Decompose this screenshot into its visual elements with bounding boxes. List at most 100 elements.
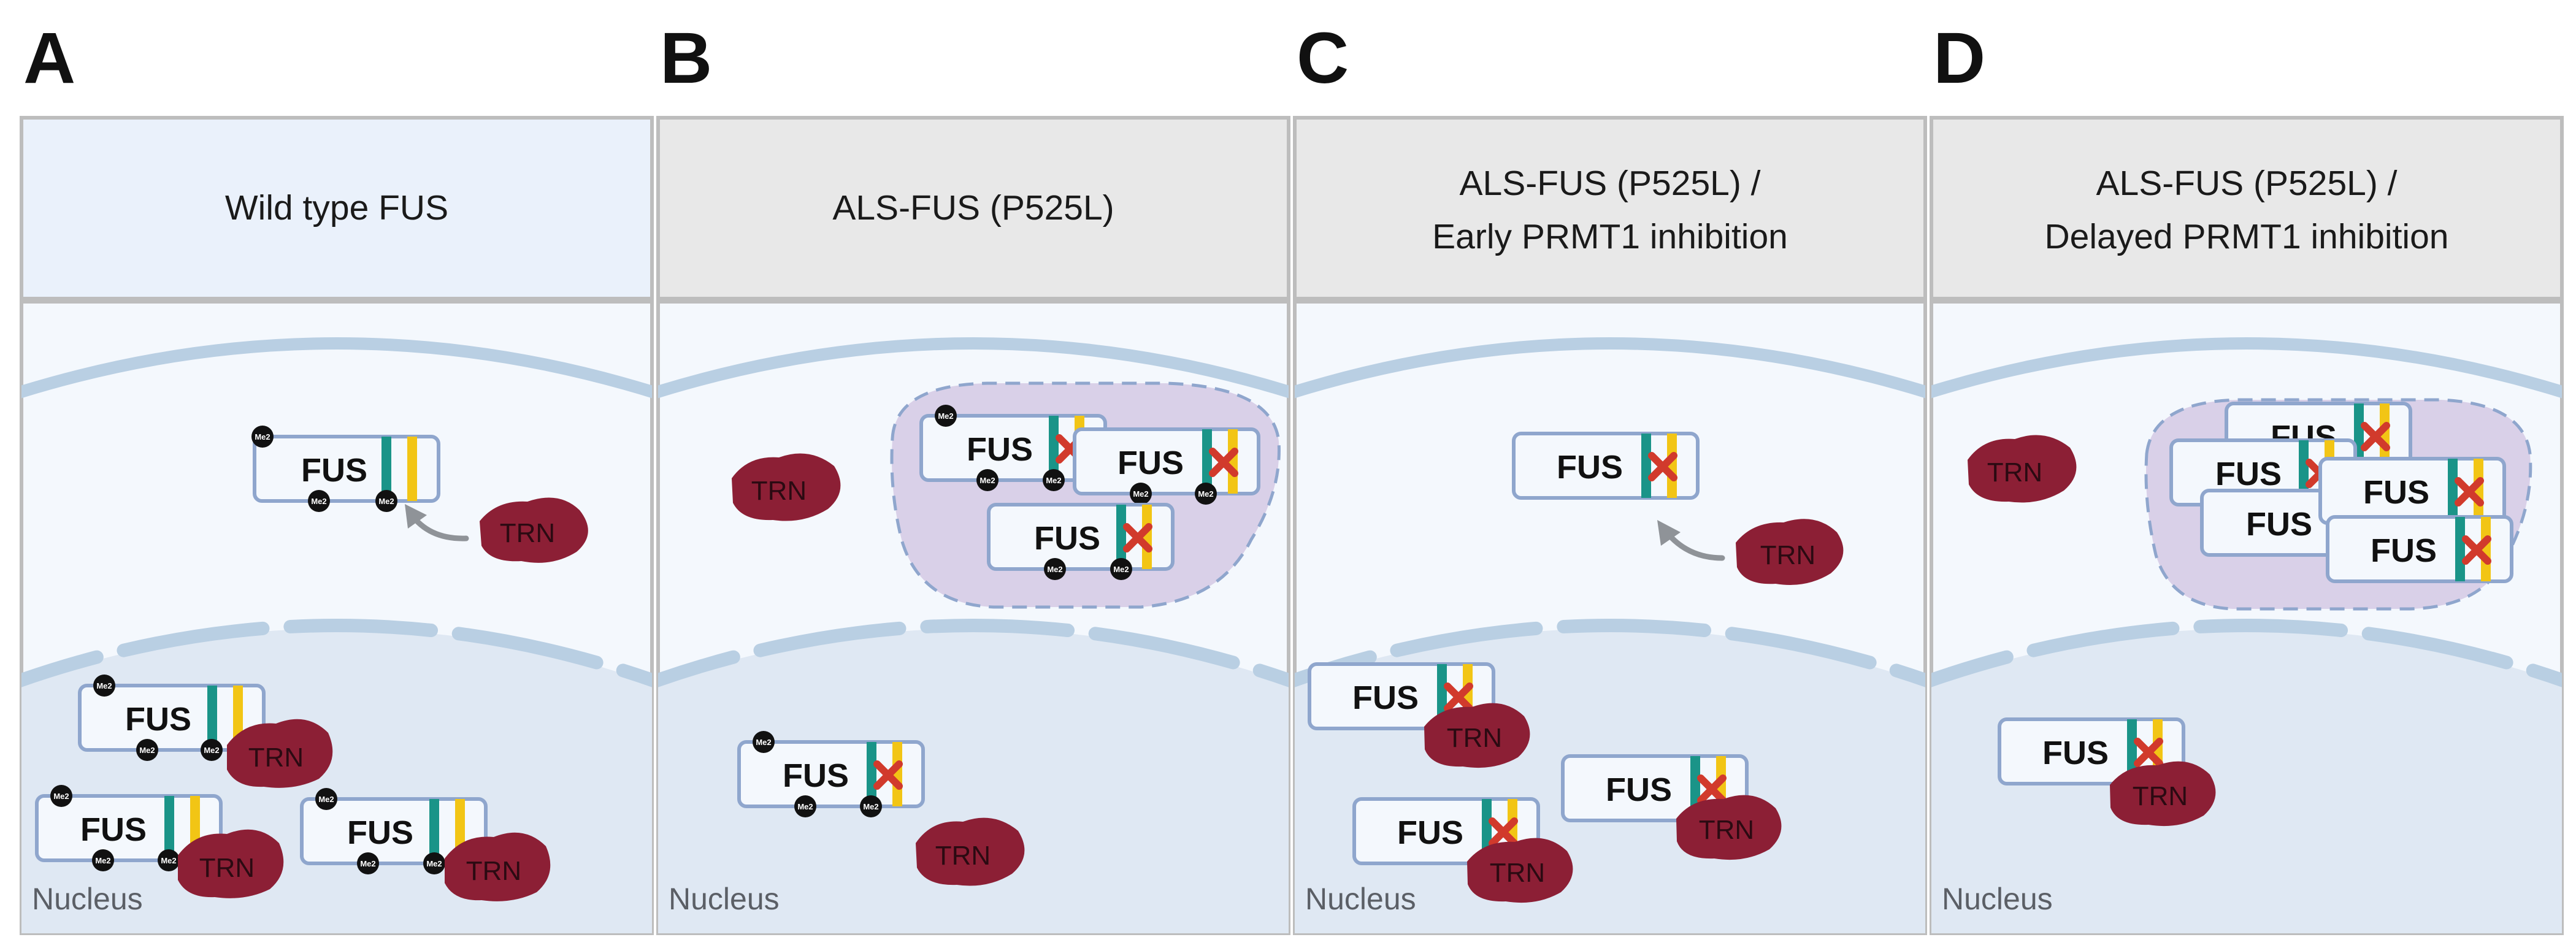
panel-letter: B <box>660 18 712 99</box>
svg-text:Me2: Me2 <box>756 738 771 747</box>
mutation-x-icon <box>2462 535 2491 565</box>
nuclear-envelope <box>658 619 1289 687</box>
cell-scene: TRN FUS Me2 Me2 Me2 FUS Me2 Me2 <box>658 337 1289 933</box>
svg-text:FUS: FUS <box>1397 814 1463 851</box>
methyl-group-icon: Me2 <box>1110 558 1132 580</box>
methyl-group-icon: Me2 <box>93 675 115 697</box>
panel-header <box>1930 116 2564 300</box>
svg-text:TRN: TRN <box>1490 858 1545 888</box>
svg-text:TRN: TRN <box>751 476 807 506</box>
methyl-group-icon: Me2 <box>1043 469 1065 491</box>
svg-text:FUS: FUS <box>2042 735 2109 771</box>
svg-text:FUS: FUS <box>2215 456 2282 492</box>
panel-a: A Wild type FUS FUS Me2 Me2 Me2 TRN <box>20 18 654 935</box>
mutation-x-icon <box>873 760 903 790</box>
svg-text:TRN: TRN <box>466 856 521 886</box>
methyl-group-icon: Me2 <box>136 739 158 761</box>
cell-scene: TRN FUS FUS FUS <box>1931 337 2562 933</box>
mutation-x-icon <box>2361 422 2390 451</box>
svg-text:FUS: FUS <box>125 701 191 738</box>
nucleus-label: Nucleus <box>32 882 143 916</box>
svg-text:Me2: Me2 <box>1198 489 1213 499</box>
mutation-x-icon <box>2455 477 2484 506</box>
panel-header <box>1293 116 1927 300</box>
methyl-group-icon: Me2 <box>753 731 775 753</box>
fus-protein-icon: FUS Me2 Me2 Me2 <box>78 675 266 761</box>
nucleus <box>1931 629 2562 933</box>
nuclear-envelope <box>1931 619 2562 687</box>
svg-text:Me2: Me2 <box>53 792 69 801</box>
svg-text:Me2: Me2 <box>1047 565 1062 574</box>
svg-text:Me2: Me2 <box>1113 565 1129 574</box>
panel-title: Wild type FUS <box>225 188 448 227</box>
methyl-group-icon: Me2 <box>201 739 223 761</box>
fus-protein-icon: FUS Me2 Me2 Me2 <box>35 785 223 871</box>
trn-protein-icon: TRN <box>2110 761 2216 827</box>
methyl-group-icon: Me2 <box>357 852 379 874</box>
panel-b: B ALS-FUS (P525L) TRN FUS Me2 Me2 Me2 <box>656 18 1290 935</box>
cell-membrane <box>21 337 652 399</box>
methyl-group-icon: Me2 <box>315 788 337 810</box>
fus-protein-icon: FUS <box>1512 432 1700 500</box>
svg-text:TRN: TRN <box>1987 457 2042 487</box>
svg-text:TRN: TRN <box>935 841 991 871</box>
trn-protein-icon: TRN <box>1968 435 2077 503</box>
mutation-x-icon <box>2134 738 2163 767</box>
methyl-group-icon: Me2 <box>308 490 330 512</box>
methyl-group-icon: Me2 <box>1130 483 1152 505</box>
trn-protein-icon: TRN <box>916 817 1025 886</box>
svg-text:FUS: FUS <box>301 452 367 489</box>
svg-text:Me2: Me2 <box>378 497 394 506</box>
svg-text:Me2: Me2 <box>938 411 953 421</box>
svg-text:Me2: Me2 <box>426 859 442 868</box>
svg-text:TRN: TRN <box>1699 815 1754 845</box>
mutation-x-icon <box>1648 452 1677 481</box>
trn-protein-icon: TRN <box>732 453 841 521</box>
svg-text:FUS: FUS <box>1606 771 1672 808</box>
nucleus-label: Nucleus <box>1305 882 1416 916</box>
trn-protein-icon: TRN <box>1467 838 1573 903</box>
fus-protein-icon: FUS <box>2318 457 2506 525</box>
svg-text:TRN: TRN <box>1760 540 1815 570</box>
mutation-x-icon <box>1489 817 1518 847</box>
mutation-x-icon <box>1697 774 1727 804</box>
methyl-group-icon: Me2 <box>50 785 72 807</box>
mutation-x-icon <box>1209 448 1238 477</box>
methyl-group-icon: Me2 <box>1195 483 1217 505</box>
svg-text:Me2: Me2 <box>360 859 375 868</box>
svg-text:Me2: Me2 <box>96 681 112 690</box>
mutation-x-icon <box>1123 523 1152 552</box>
methyl-group-icon: Me2 <box>935 405 957 427</box>
svg-text:TRN: TRN <box>199 853 255 883</box>
svg-text:Me2: Me2 <box>95 856 110 865</box>
svg-text:FUS: FUS <box>1557 449 1623 486</box>
methyl-group-icon: Me2 <box>794 795 816 817</box>
cell-membrane <box>1931 337 2562 399</box>
svg-text:FUS: FUS <box>2363 474 2429 511</box>
trn-protein-icon: TRN <box>1424 703 1530 768</box>
methyl-group-icon: Me2 <box>860 795 882 817</box>
panel-title: ALS-FUS (P525L) / <box>2096 164 2397 203</box>
svg-text:Me2: Me2 <box>311 497 326 506</box>
svg-text:FUS: FUS <box>1034 520 1100 557</box>
panel-title: Delayed PRMT1 inhibition <box>2045 217 2449 256</box>
methyl-group-icon: Me2 <box>251 426 274 448</box>
methyl-group-icon: Me2 <box>158 849 180 871</box>
svg-text:Me2: Me2 <box>161 856 176 865</box>
arrow-icon <box>1657 520 1681 546</box>
panel-letter: C <box>1297 18 1349 99</box>
svg-text:FUS: FUS <box>1352 679 1419 716</box>
svg-text:Me2: Me2 <box>979 476 995 485</box>
methyl-group-icon: Me2 <box>976 469 999 491</box>
svg-text:TRN: TRN <box>1447 723 1502 753</box>
svg-text:FUS: FUS <box>967 431 1033 468</box>
mutation-x-icon <box>1444 682 1473 712</box>
panel-letter: A <box>23 18 75 99</box>
svg-text:Me2: Me2 <box>139 746 155 755</box>
trn-protein-icon: TRN <box>178 829 284 898</box>
svg-text:Me2: Me2 <box>1046 476 1061 485</box>
svg-text:Me2: Me2 <box>863 802 878 811</box>
methyl-group-icon: Me2 <box>375 490 397 512</box>
svg-text:FUS: FUS <box>347 814 413 851</box>
